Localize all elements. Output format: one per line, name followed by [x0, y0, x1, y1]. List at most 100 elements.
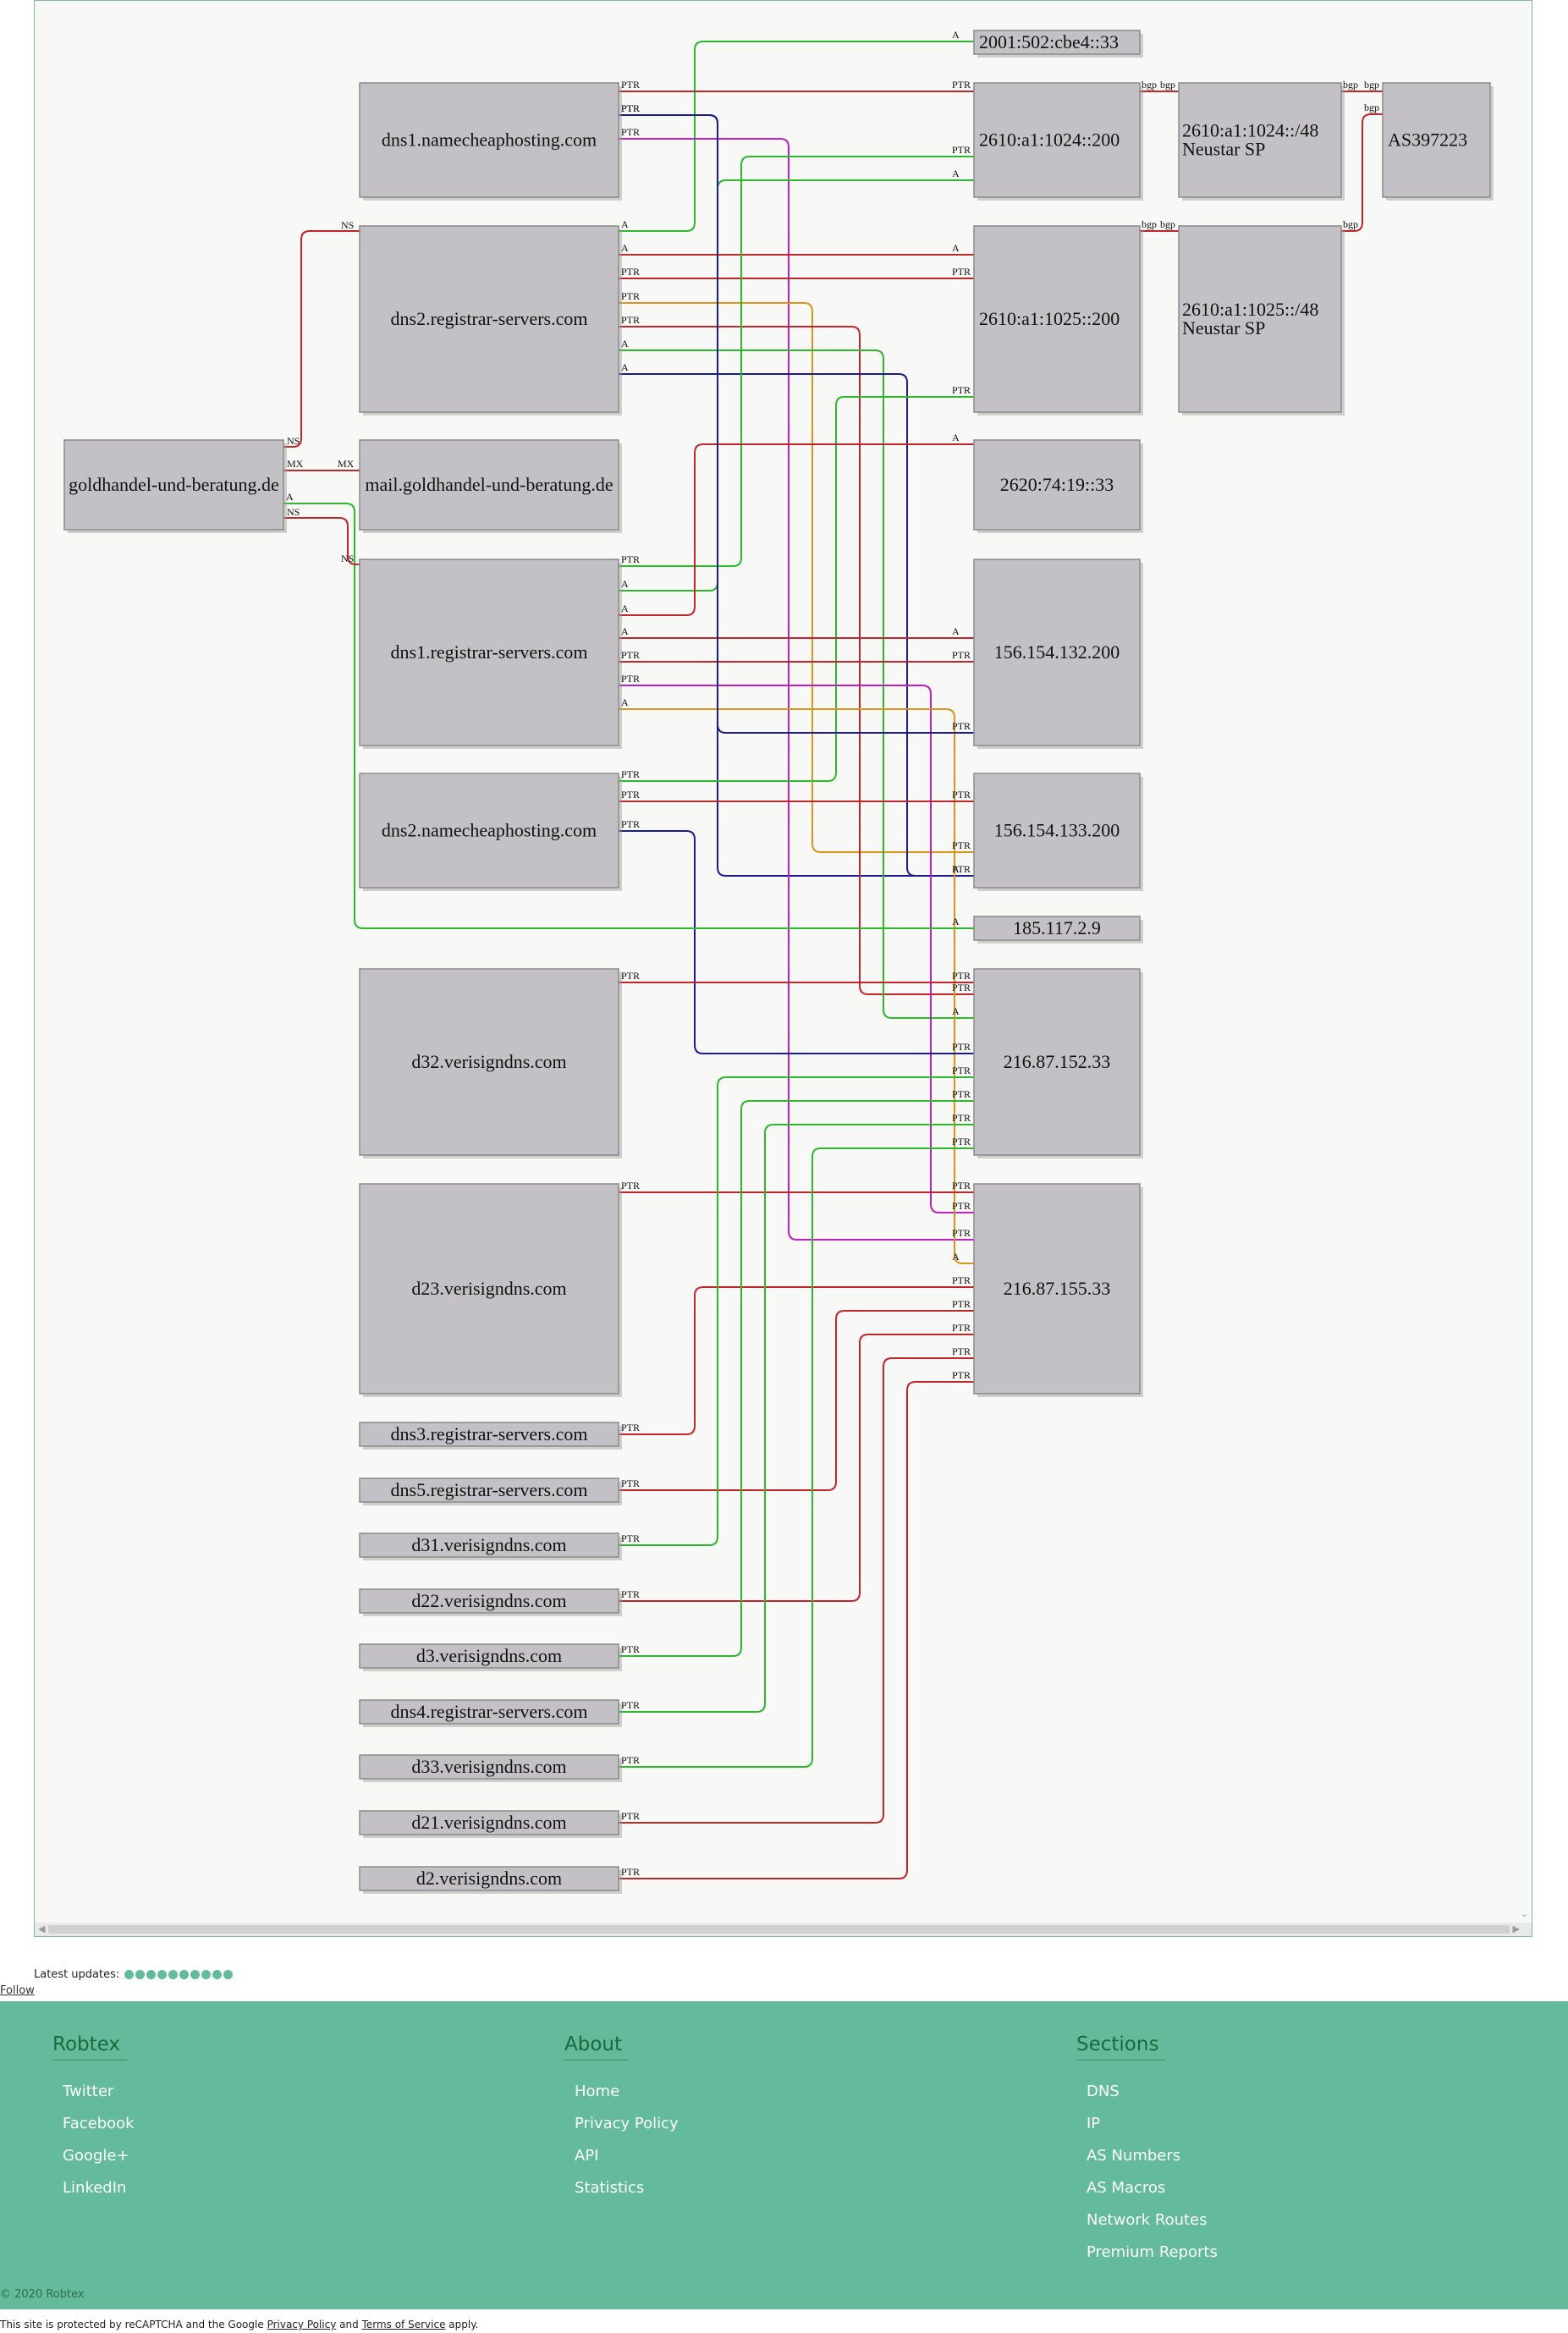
node-label: 156.154.132.200 [994, 641, 1120, 663]
footer-link-facebook[interactable]: Facebook [63, 2115, 135, 2132]
node-box[interactable] [973, 558, 1141, 746]
node-ns1-nc[interactable]: dns1.namecheaphosting.com [359, 82, 622, 201]
node-box[interactable] [973, 1183, 1141, 1395]
node-asn[interactable]: AS397223 [1382, 82, 1494, 201]
node-box[interactable] [359, 968, 619, 1156]
terms-of-service-link[interactable]: Terms of Service [361, 2319, 446, 2330]
node-box[interactable] [359, 1183, 619, 1395]
follow-link[interactable]: Follow [0, 1984, 35, 1997]
node-domain[interactable]: goldhandel-und-beratung.de [63, 439, 287, 533]
scrollbar-thumb[interactable] [48, 1925, 1510, 1934]
node-ip4-185[interactable]: 185.117.2.9 [973, 916, 1143, 944]
update-dot[interactable] [168, 1970, 179, 1979]
node-d31[interactable]: d31.verisigndns.com [359, 1532, 622, 1560]
node-box[interactable] [359, 1588, 619, 1614]
node-box[interactable] [973, 916, 1141, 941]
node-d32[interactable]: d32.verisigndns.com [359, 968, 622, 1158]
node-box[interactable] [359, 1422, 619, 1447]
node-box[interactable] [1178, 82, 1342, 198]
footer-link-network-routes[interactable]: Network Routes [1087, 2211, 1208, 2229]
node-box[interactable] [359, 439, 619, 531]
node-box[interactable] [1178, 225, 1342, 413]
node-box[interactable] [973, 225, 1141, 413]
footer-link-privacy-policy[interactable]: Privacy Policy [575, 2115, 679, 2132]
update-dot[interactable] [201, 1970, 212, 1979]
node-dns3-rs[interactable]: dns3.registrar-servers.com [359, 1422, 622, 1450]
node-d23[interactable]: d23.verisigndns.com [359, 1183, 622, 1397]
node-d2[interactable]: d2.verisigndns.com [359, 1866, 622, 1894]
footer-link-home[interactable]: Home [575, 2083, 620, 2100]
node-ns2-nc[interactable]: dns2.namecheaphosting.com [359, 773, 622, 891]
node-box[interactable] [359, 773, 619, 889]
footer-link-as-macros[interactable]: AS Macros [1087, 2179, 1166, 2197]
node-box[interactable] [359, 1643, 619, 1669]
edge-ptr [619, 1147, 974, 1768]
update-dot[interactable] [212, 1970, 223, 1979]
node-d33[interactable]: d33.verisigndns.com [359, 1754, 622, 1782]
node-ip4-155[interactable]: 216.87.155.33 [973, 1183, 1143, 1397]
footer-link-api[interactable]: API [575, 2147, 599, 2165]
node-box[interactable] [973, 82, 1141, 198]
footer-link-premium-reports[interactable]: Premium Reports [1087, 2243, 1218, 2261]
horizontal-scrollbar[interactable]: ◀ ▶ [35, 1923, 1532, 1936]
node-d3[interactable]: d3.verisigndns.com [359, 1643, 622, 1671]
node-box[interactable] [359, 1699, 619, 1725]
scroll-right-icon[interactable]: ▶ [1512, 1923, 1520, 1934]
footer-link-ip[interactable]: IP [1087, 2115, 1101, 2132]
scroll-left-icon[interactable]: ◀ [38, 1923, 46, 1934]
update-dot[interactable] [135, 1970, 146, 1979]
node-box[interactable] [359, 1532, 619, 1558]
node-ip4-133[interactable]: 156.154.133.200 [973, 773, 1143, 891]
node-ip6-2620[interactable]: 2620:74:19::33 [973, 439, 1143, 533]
scroll-down-icon[interactable]: ⌄ [1520, 1908, 1528, 1919]
node-ns1-rs[interactable]: dns1.registrar-servers.com [359, 558, 622, 749]
node-box[interactable] [359, 1810, 619, 1835]
edge-layer [283, 41, 1383, 1879]
node-box[interactable] [359, 1754, 619, 1780]
edge-label: NS [341, 219, 354, 231]
update-dot[interactable] [179, 1970, 190, 1979]
update-dot[interactable] [124, 1970, 135, 1979]
privacy-policy-link[interactable]: Privacy Policy [267, 2319, 337, 2330]
node-d22[interactable]: d22.verisigndns.com [359, 1588, 622, 1616]
footer-link-google-plus[interactable]: Google+ [63, 2147, 129, 2165]
update-dot[interactable] [157, 1970, 168, 1979]
node-ip6-cbe4[interactable]: 2001:502:cbe4::33 [973, 30, 1143, 58]
node-ns2-rs[interactable]: dns2.registrar-servers.com [359, 225, 622, 415]
footer-link-twitter[interactable]: Twitter [63, 2083, 114, 2100]
footer-link-linkedin[interactable]: LinkedIn [63, 2179, 127, 2197]
footer-link-as-numbers[interactable]: AS Numbers [1087, 2147, 1181, 2165]
node-box[interactable] [359, 225, 619, 413]
footer-link-dns[interactable]: DNS [1087, 2083, 1120, 2100]
node-box[interactable] [63, 439, 284, 531]
node-box[interactable] [359, 1477, 619, 1503]
update-indicators[interactable] [124, 1970, 234, 1979]
node-d21[interactable]: d21.verisigndns.com [359, 1810, 622, 1838]
node-box[interactable] [1382, 82, 1491, 198]
node-box[interactable] [973, 773, 1141, 889]
update-dot[interactable] [190, 1970, 201, 1979]
node-ip4-152[interactable]: 216.87.152.33 [973, 968, 1143, 1158]
node-ip6-1024[interactable]: 2610:a1:1024::200 [973, 82, 1143, 201]
node-box[interactable] [359, 1866, 619, 1891]
node-box[interactable] [359, 82, 619, 198]
node-box[interactable] [359, 558, 619, 746]
edge-label: PTR [621, 126, 640, 138]
node-ip6-1025[interactable]: 2610:a1:1025::200 [973, 225, 1143, 415]
node-box[interactable] [973, 968, 1141, 1156]
footer-link-statistics[interactable]: Statistics [575, 2179, 645, 2197]
edge-a [619, 179, 974, 592]
update-dot[interactable] [223, 1970, 234, 1979]
update-dot[interactable] [146, 1970, 157, 1979]
edge-label: PTR [621, 673, 640, 685]
node-box[interactable] [973, 439, 1141, 531]
node-dns5-rs[interactable]: dns5.registrar-servers.com [359, 1477, 622, 1505]
node-dns4-rs[interactable]: dns4.registrar-servers.com [359, 1699, 622, 1727]
node-ip4-132[interactable]: 156.154.132.200 [973, 558, 1143, 749]
edge-label: PTR [621, 102, 640, 114]
node-mail[interactable]: mail.goldhandel-und-beratung.de [359, 439, 622, 533]
node-box[interactable] [973, 30, 1141, 55]
